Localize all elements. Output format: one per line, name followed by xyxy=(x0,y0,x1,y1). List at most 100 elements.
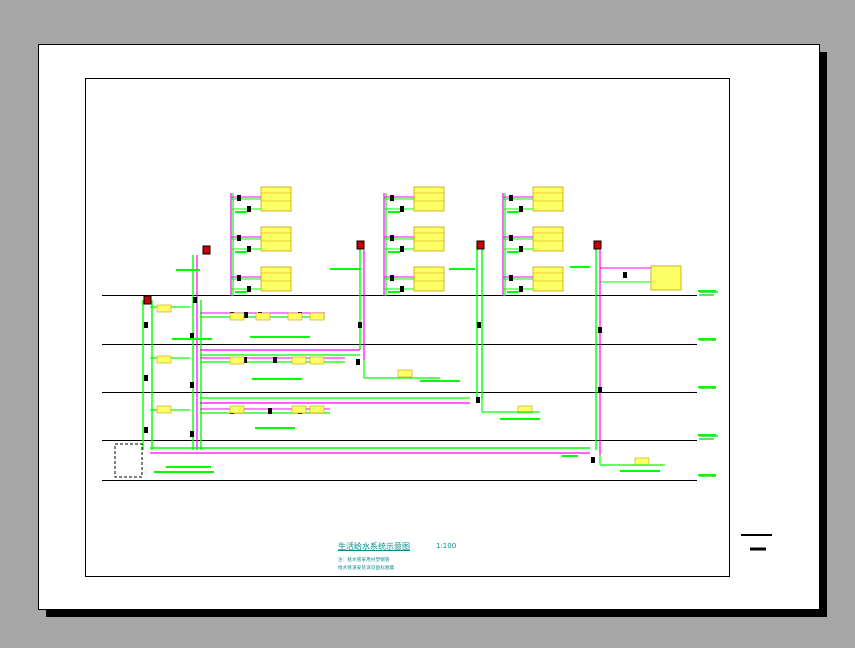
valve-icon xyxy=(144,375,148,381)
fixture-unit xyxy=(309,356,325,365)
valve-icon xyxy=(400,206,404,212)
valve-icon xyxy=(268,408,272,414)
label-underline xyxy=(255,427,295,429)
drawing-sheet xyxy=(38,44,820,610)
label-underline xyxy=(698,290,716,292)
valve-icon xyxy=(190,333,194,339)
fixture-stacks xyxy=(230,186,682,296)
fixture-unit xyxy=(413,266,445,292)
valve-icon xyxy=(237,235,241,241)
label-underline xyxy=(176,269,200,271)
valve-icon xyxy=(400,246,404,252)
label-underline xyxy=(250,336,310,338)
label-underline xyxy=(154,471,214,473)
fixture-unit xyxy=(156,355,172,364)
fixture-unit xyxy=(650,265,682,291)
meter-pit-box xyxy=(114,443,143,478)
label-underline xyxy=(252,378,302,380)
label-underline xyxy=(420,380,460,382)
fixture-unit xyxy=(532,266,564,292)
valve-icon xyxy=(519,246,523,252)
valve-icon xyxy=(190,382,194,388)
pipe-network xyxy=(142,240,716,476)
fixture-unit xyxy=(413,226,445,252)
label-underline xyxy=(620,470,660,472)
valve-icon xyxy=(144,427,148,433)
valve-icon xyxy=(390,235,394,241)
label-underline xyxy=(570,266,590,268)
valve-icon xyxy=(509,235,513,241)
fixture-unit xyxy=(260,186,292,212)
fixture-unit xyxy=(532,186,564,212)
valve-icon xyxy=(509,195,513,201)
fixture-stack xyxy=(570,240,682,291)
fixture-unit xyxy=(291,405,307,414)
label-underline xyxy=(330,268,360,270)
label-underline xyxy=(166,466,211,468)
valve-icon xyxy=(519,286,523,292)
riser-tag-icon xyxy=(476,240,485,250)
fixture-stack xyxy=(383,186,445,296)
valve-icon xyxy=(598,327,602,333)
riser-tag-icon xyxy=(593,240,602,250)
valve-icon xyxy=(273,357,277,363)
fixture-unit xyxy=(517,405,533,414)
valve-icon xyxy=(400,286,404,292)
fixture-unit xyxy=(260,226,292,252)
drawing-note: 注：给水管采用衬塑钢管 xyxy=(338,558,390,563)
drawing-scale: 1:100 xyxy=(436,542,457,550)
drawing-title: 生活给水系统示意图 xyxy=(338,542,410,551)
valve-icon xyxy=(591,457,595,463)
fixture-unit xyxy=(260,266,292,292)
valve-icon xyxy=(623,272,627,278)
valve-icon xyxy=(247,246,251,252)
riser-tag-icon xyxy=(356,240,365,250)
valve-icon xyxy=(243,357,247,363)
label-underline xyxy=(507,291,519,293)
label-underline xyxy=(172,338,212,340)
riser-tag-icon xyxy=(202,245,211,255)
valve-icon xyxy=(476,397,480,403)
fixture-unit xyxy=(397,369,413,378)
fixture-stack xyxy=(502,186,564,296)
valve-icon xyxy=(390,195,394,201)
label-underline xyxy=(500,418,540,420)
drawing-note: 给水管道安装详见国标图集 xyxy=(338,566,395,571)
fixture-unit xyxy=(229,356,245,365)
fixture-unit xyxy=(287,312,303,321)
valve-icon xyxy=(390,275,394,281)
valve-icon xyxy=(356,359,360,365)
valve-icon xyxy=(237,275,241,281)
valve-icon xyxy=(244,312,248,318)
valve-icon xyxy=(247,286,251,292)
label-underline xyxy=(235,291,247,293)
label-underline xyxy=(507,251,519,253)
label-underline xyxy=(388,291,400,293)
fixture-unit xyxy=(532,226,564,252)
label-underline xyxy=(449,268,475,270)
drawing-frame xyxy=(85,78,730,577)
label-underline xyxy=(388,211,400,213)
valve-icon xyxy=(509,275,513,281)
valve-icon xyxy=(193,297,197,303)
fixture-unit xyxy=(309,312,325,321)
fixture-unit xyxy=(413,186,445,212)
valve-icon xyxy=(247,206,251,212)
elevation-tags xyxy=(699,291,718,477)
fixture-unit xyxy=(156,304,172,313)
valve-icon xyxy=(190,431,194,437)
label-underline xyxy=(698,434,716,436)
valve-icon xyxy=(358,322,362,328)
label-underline xyxy=(388,251,400,253)
fixture-unit xyxy=(291,356,307,365)
valve-icon xyxy=(237,195,241,201)
valve-icon xyxy=(144,322,148,328)
label-underline xyxy=(235,211,247,213)
valve-icon xyxy=(519,206,523,212)
valve-icon xyxy=(598,387,602,393)
fixture-unit xyxy=(229,405,245,414)
fixture-unit xyxy=(309,405,325,414)
label-underline xyxy=(562,455,578,457)
label-underline xyxy=(235,251,247,253)
